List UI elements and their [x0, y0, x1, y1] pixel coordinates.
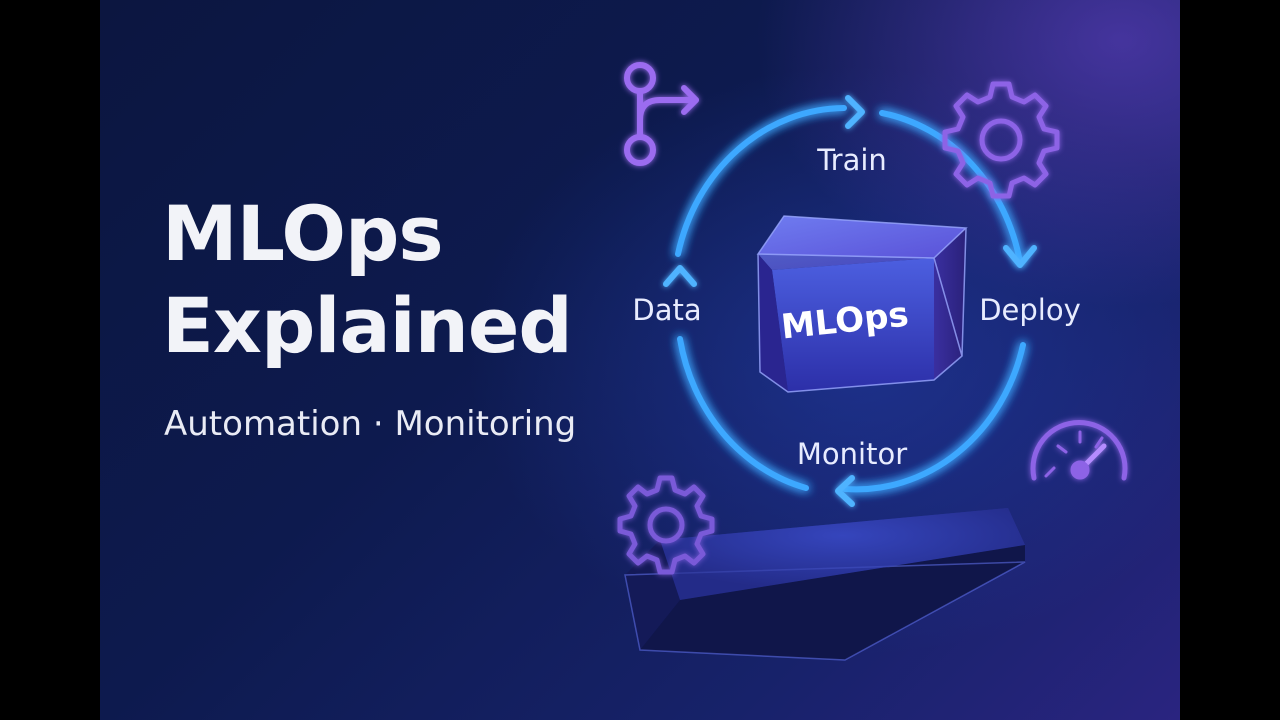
cycle-label-deploy: Deploy — [979, 293, 1081, 327]
cycle-arrows — [663, 95, 1037, 507]
arrow-right-icon — [845, 95, 865, 129]
cycle-label-monitor: Monitor — [797, 437, 907, 471]
mlops-cube: MLOps — [756, 215, 968, 393]
title-line-2: Explained — [162, 281, 573, 370]
git-branch-icon — [624, 62, 699, 166]
arrow-left-icon — [835, 475, 855, 507]
cycle-label-train: Train — [816, 143, 887, 177]
page-title: MLOps Explained — [162, 188, 573, 372]
cycle-ring — [675, 105, 1026, 493]
arrow-down-icon — [1003, 245, 1037, 268]
gear-icon — [617, 475, 715, 575]
cycle-label-data: Data — [632, 293, 701, 327]
arrow-up-icon — [663, 265, 697, 287]
thumbnail: MLOps Explained Automation · Monitoring — [100, 0, 1180, 720]
subtitle: Automation · Monitoring — [164, 404, 577, 444]
platform — [624, 508, 1026, 661]
gear-icon — [942, 81, 1060, 199]
title-line-1: MLOps — [162, 189, 444, 278]
mlops-cycle-diagram: Train Deploy Monitor Data MLOps — [617, 62, 1128, 661]
gauge-icon — [1030, 420, 1128, 481]
